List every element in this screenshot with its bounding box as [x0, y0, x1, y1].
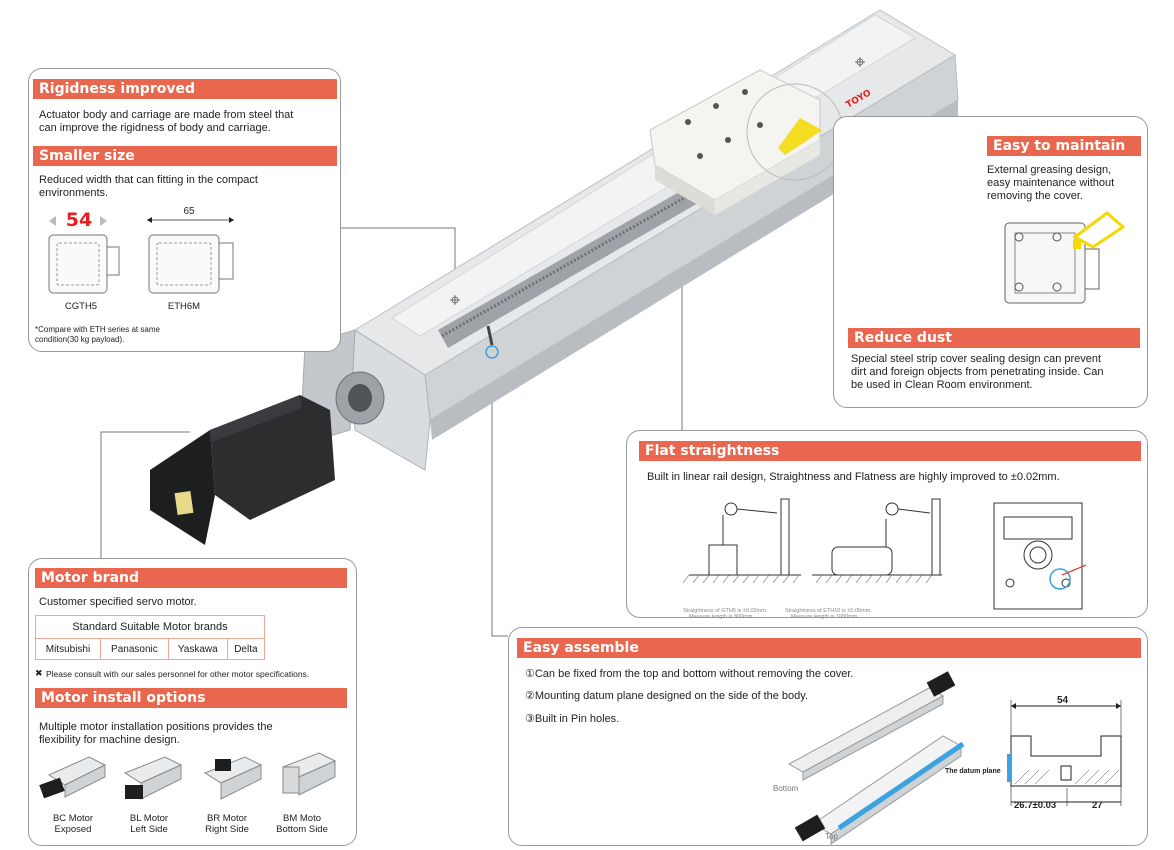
flat-straightness-panel: Flat straightness Built in linear rail d… [626, 430, 1148, 620]
smaller-note: *Compare with ETH series at same conditi… [35, 325, 160, 344]
flat-title: Flat straightness [639, 441, 1141, 461]
flat-note-2a: Straightness of ETH10 is ±0.05mm. [785, 608, 872, 614]
brand-cell: Mitsubishi [35, 638, 101, 660]
flat-note-2b: Measure length is 1000mm. [791, 614, 859, 620]
motor-table-header: Standard Suitable Motor brands [35, 615, 265, 639]
smaller-title: Smaller size [33, 146, 337, 166]
bc-motor-icon [39, 756, 107, 799]
assemble-item-3: ③Built in Pin holes. [525, 713, 620, 725]
install-body: Multiple motor installation positions pr… [39, 721, 273, 746]
maintain-dust-panel: Easy to maintain External greasing desig… [833, 116, 1148, 408]
motor-panel: Motor brand Customer specified servo mot… [28, 558, 357, 846]
label-cgth5: CGTH5 [64, 301, 98, 312]
bl-motor-icon [123, 756, 183, 800]
cgth5-profile-icon [48, 234, 120, 294]
flat-note-1b: Measure length is 800mm. [689, 614, 754, 620]
label-eth6m: ETH6M [167, 301, 201, 312]
section-dimension-icon [1007, 700, 1122, 806]
assemble-item-2: ②Mounting datum plane designed on the si… [525, 690, 809, 702]
dim-small-value: 54 [65, 209, 93, 231]
label-bottom: Bottom [773, 784, 799, 793]
brand-cell: Yaskawa [167, 638, 228, 660]
assemble-item-1: ①Can be fixed from the top and bottom wi… [525, 668, 854, 680]
dust-body: Special steel strip cover sealing design… [851, 353, 1104, 391]
label-top: Top [825, 832, 838, 841]
brand-cell: Panasonic [99, 638, 169, 660]
maintain-body: External greasing design, easy maintenan… [987, 164, 1115, 202]
straightness-diagram-2-icon [812, 498, 942, 584]
install-title: Motor install options [35, 688, 347, 708]
rail-section-icon [993, 502, 1087, 610]
straightness-diagram-1-icon [682, 498, 801, 584]
info-circle-icon: ✖ [35, 668, 43, 678]
dim-width: 54 [1057, 695, 1069, 706]
motor-note: Please consult with our sales personnel … [46, 669, 310, 679]
flat-note-1a: Straightness of GTH5 is ±0.02mm. [683, 608, 768, 614]
assemble-bottom-view-icon [787, 671, 956, 781]
dust-title: Reduce dust [848, 328, 1140, 348]
dim-large-value: 65 [183, 206, 195, 217]
rigidness-title: Rigidness improved [33, 79, 337, 99]
size-compare-arrows-icon [49, 216, 234, 226]
assemble-title: Easy assemble [517, 638, 1141, 658]
rigidness-smaller-panel: Rigidness improved Actuator body and car… [28, 68, 341, 352]
br-motor-icon [203, 756, 263, 800]
eth6m-profile-icon [148, 234, 234, 294]
motor-brand-table: Standard Suitable Motor brands Mitsubish… [35, 615, 266, 660]
assemble-panel: Easy assemble ①Can be fixed from the top… [508, 627, 1148, 846]
dim-right: 27 [1092, 800, 1103, 811]
datum-label: The datum plane [945, 768, 1001, 775]
flat-body: Built in linear rail design, Straightnes… [647, 471, 1060, 483]
maintain-profile-icon [1004, 211, 1126, 304]
assemble-top-view-icon [794, 735, 965, 845]
brand-cell: Delta [226, 638, 266, 660]
dim-left: 26.7±0.03 [1014, 800, 1057, 811]
rigidness-body: Actuator body and carriage are made from… [39, 109, 294, 134]
motor-body: Customer specified servo motor. [39, 596, 197, 608]
smaller-body: Reduced width that can fitting in the co… [39, 174, 258, 199]
motor-title: Motor brand [35, 568, 347, 588]
bm-motor-icon [281, 752, 337, 796]
maintain-title: Easy to maintain [987, 136, 1141, 156]
